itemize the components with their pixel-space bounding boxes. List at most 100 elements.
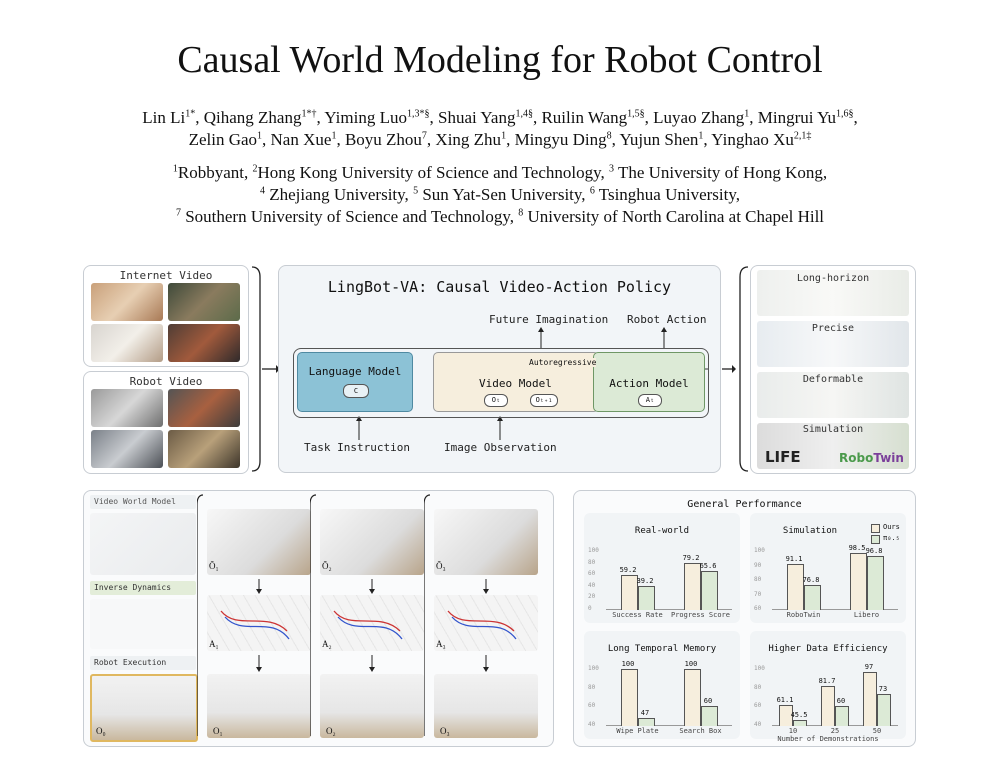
internet-video-frame [168, 283, 240, 321]
legend-pi: π₀.₅ [883, 534, 900, 542]
internet-video-label: Internet Video [119, 269, 213, 282]
affiliation-name: Tsinghua University, [594, 185, 741, 204]
author-affiliation-mark: 1 [257, 130, 263, 142]
author-affiliation-mark: 1 [501, 130, 507, 142]
bar-value-label: 60 [703, 697, 713, 706]
future-imagination-label: Future Imagination [489, 313, 609, 326]
bar-value-label: 91.1 [785, 554, 803, 563]
y-tick-label: 0 [588, 605, 592, 612]
author-name: Qihang Zhang [203, 108, 302, 127]
precise-image [757, 321, 909, 367]
affiliation-mark: 7 [175, 207, 181, 219]
affiliation-name: Zhejiang University, [264, 185, 414, 204]
author-affiliation-mark: 1 [744, 108, 750, 120]
executed-frame-image [207, 674, 311, 738]
affiliation-name: Robbyant, [177, 163, 253, 182]
bar-ours [683, 669, 701, 726]
affiliation-line-2: 4 Zhejiang University, 5 Sun Yat-Sen Uni… [0, 185, 1000, 205]
author-affiliation-mark: 1,4§ [515, 108, 533, 120]
video-world-model-header: Video World Model [90, 495, 196, 509]
category-label: Wipe Plate [616, 727, 659, 735]
action-token: Aₜ [638, 394, 662, 407]
capabilities-panel: Long-horizon Precise Deformable Simulati… [750, 265, 916, 474]
bar-pi [877, 694, 891, 726]
author-line-2: Zelin Gao1, Nan Xue1, Boyu Zhou7, Xing Z… [188, 130, 812, 149]
predicted-frame-image [434, 509, 538, 575]
bar-value-label: 100 [684, 660, 698, 668]
bar-value-label: 59.2 [619, 565, 637, 574]
affiliation-mark: 5 [413, 185, 419, 197]
bar-value-label: 45.5 [790, 710, 808, 719]
bar-ours [821, 686, 835, 726]
bar-pi [700, 706, 718, 726]
category-label: Search Box [679, 727, 722, 735]
y-tick-label: 80 [588, 683, 596, 691]
y-tick-label: 80 [754, 576, 762, 583]
predicted-frame-image [320, 509, 424, 575]
rollout-arrows [424, 494, 517, 736]
author-name: Yujun Shen [619, 130, 699, 149]
y-tick-label: 100 [588, 665, 599, 672]
author-name: Nan Xue [270, 130, 332, 149]
chart-title: Simulation [782, 526, 838, 536]
chart-title: Long Temporal Memory [607, 644, 717, 654]
long-horizon-label: Long-horizon [796, 273, 870, 284]
simulation-image [757, 423, 909, 469]
bar-pi [700, 570, 718, 610]
bar-ours [849, 553, 867, 610]
deformable-label: Deformable [802, 374, 864, 385]
y-tick-label: 80 [754, 683, 762, 691]
robotwin-logo: RoboTwin [839, 451, 904, 465]
action-trajectory-plot [207, 595, 311, 651]
internet-video-frame [91, 283, 163, 321]
bar-value-label: 76.8 [802, 575, 820, 584]
bar-pi [637, 586, 655, 610]
action-trajectory-plot [320, 595, 424, 651]
y-tick-label: 60 [588, 702, 596, 710]
action-label: A₁ [209, 639, 219, 649]
x-axis [606, 609, 732, 610]
policy-title: LingBot-VA: Causal Video-Action Policy [327, 278, 672, 296]
affiliation-name: The University of Hong Kong, [614, 163, 828, 182]
bar-pi [835, 706, 849, 726]
y-tick-label: 80 [588, 558, 596, 566]
performance-title: General Performance [687, 499, 802, 510]
internet-video-frame [168, 324, 240, 362]
input-bracket [251, 266, 280, 472]
bar-value-label: 98.5 [848, 544, 866, 553]
bar-ours [620, 669, 638, 726]
affiliation-mark: 1 [172, 163, 178, 175]
predicted-frame-image [207, 509, 311, 575]
affiliation-mark: 2 [252, 163, 258, 175]
affiliation-line-1: 1Robbyant, 2Hong Kong University of Scie… [0, 163, 1000, 183]
deformable-image [757, 372, 909, 418]
obs-label: O₁ [213, 726, 223, 736]
bar-pi [793, 719, 807, 726]
author-affiliation-mark: 1,5§ [627, 108, 645, 120]
bar-ours [620, 574, 638, 610]
initial-observation-image [90, 674, 198, 742]
bar-value-label: 61.1 [776, 696, 794, 705]
action-label: A₃ [436, 639, 446, 649]
executed-frame-image [320, 674, 424, 738]
x-axis-label: Number of Demonstrations [777, 735, 879, 743]
obs-label: O₃ [440, 726, 450, 736]
author-affiliation-mark: 1,6§ [836, 108, 854, 120]
robot-video-label: Robot Video [129, 375, 203, 388]
bar-ours [863, 671, 877, 726]
y-tick-label: 100 [754, 665, 765, 672]
author-name: Mingyu Ding [514, 130, 607, 149]
libero-logo: LIFE [765, 448, 801, 466]
author-affiliation-mark: 2,1‡ [793, 130, 812, 142]
precise-label: Precise [811, 323, 855, 334]
author-name: Yinghao Xu [711, 130, 794, 149]
author-affiliation-mark: 1* [185, 108, 196, 120]
author-name: Boyu Zhou [344, 130, 422, 149]
author-affiliation-mark: 8 [606, 130, 612, 142]
internet-video-frame [91, 324, 163, 362]
bar-ours [683, 563, 701, 610]
y-tick-label: 40 [588, 721, 596, 728]
